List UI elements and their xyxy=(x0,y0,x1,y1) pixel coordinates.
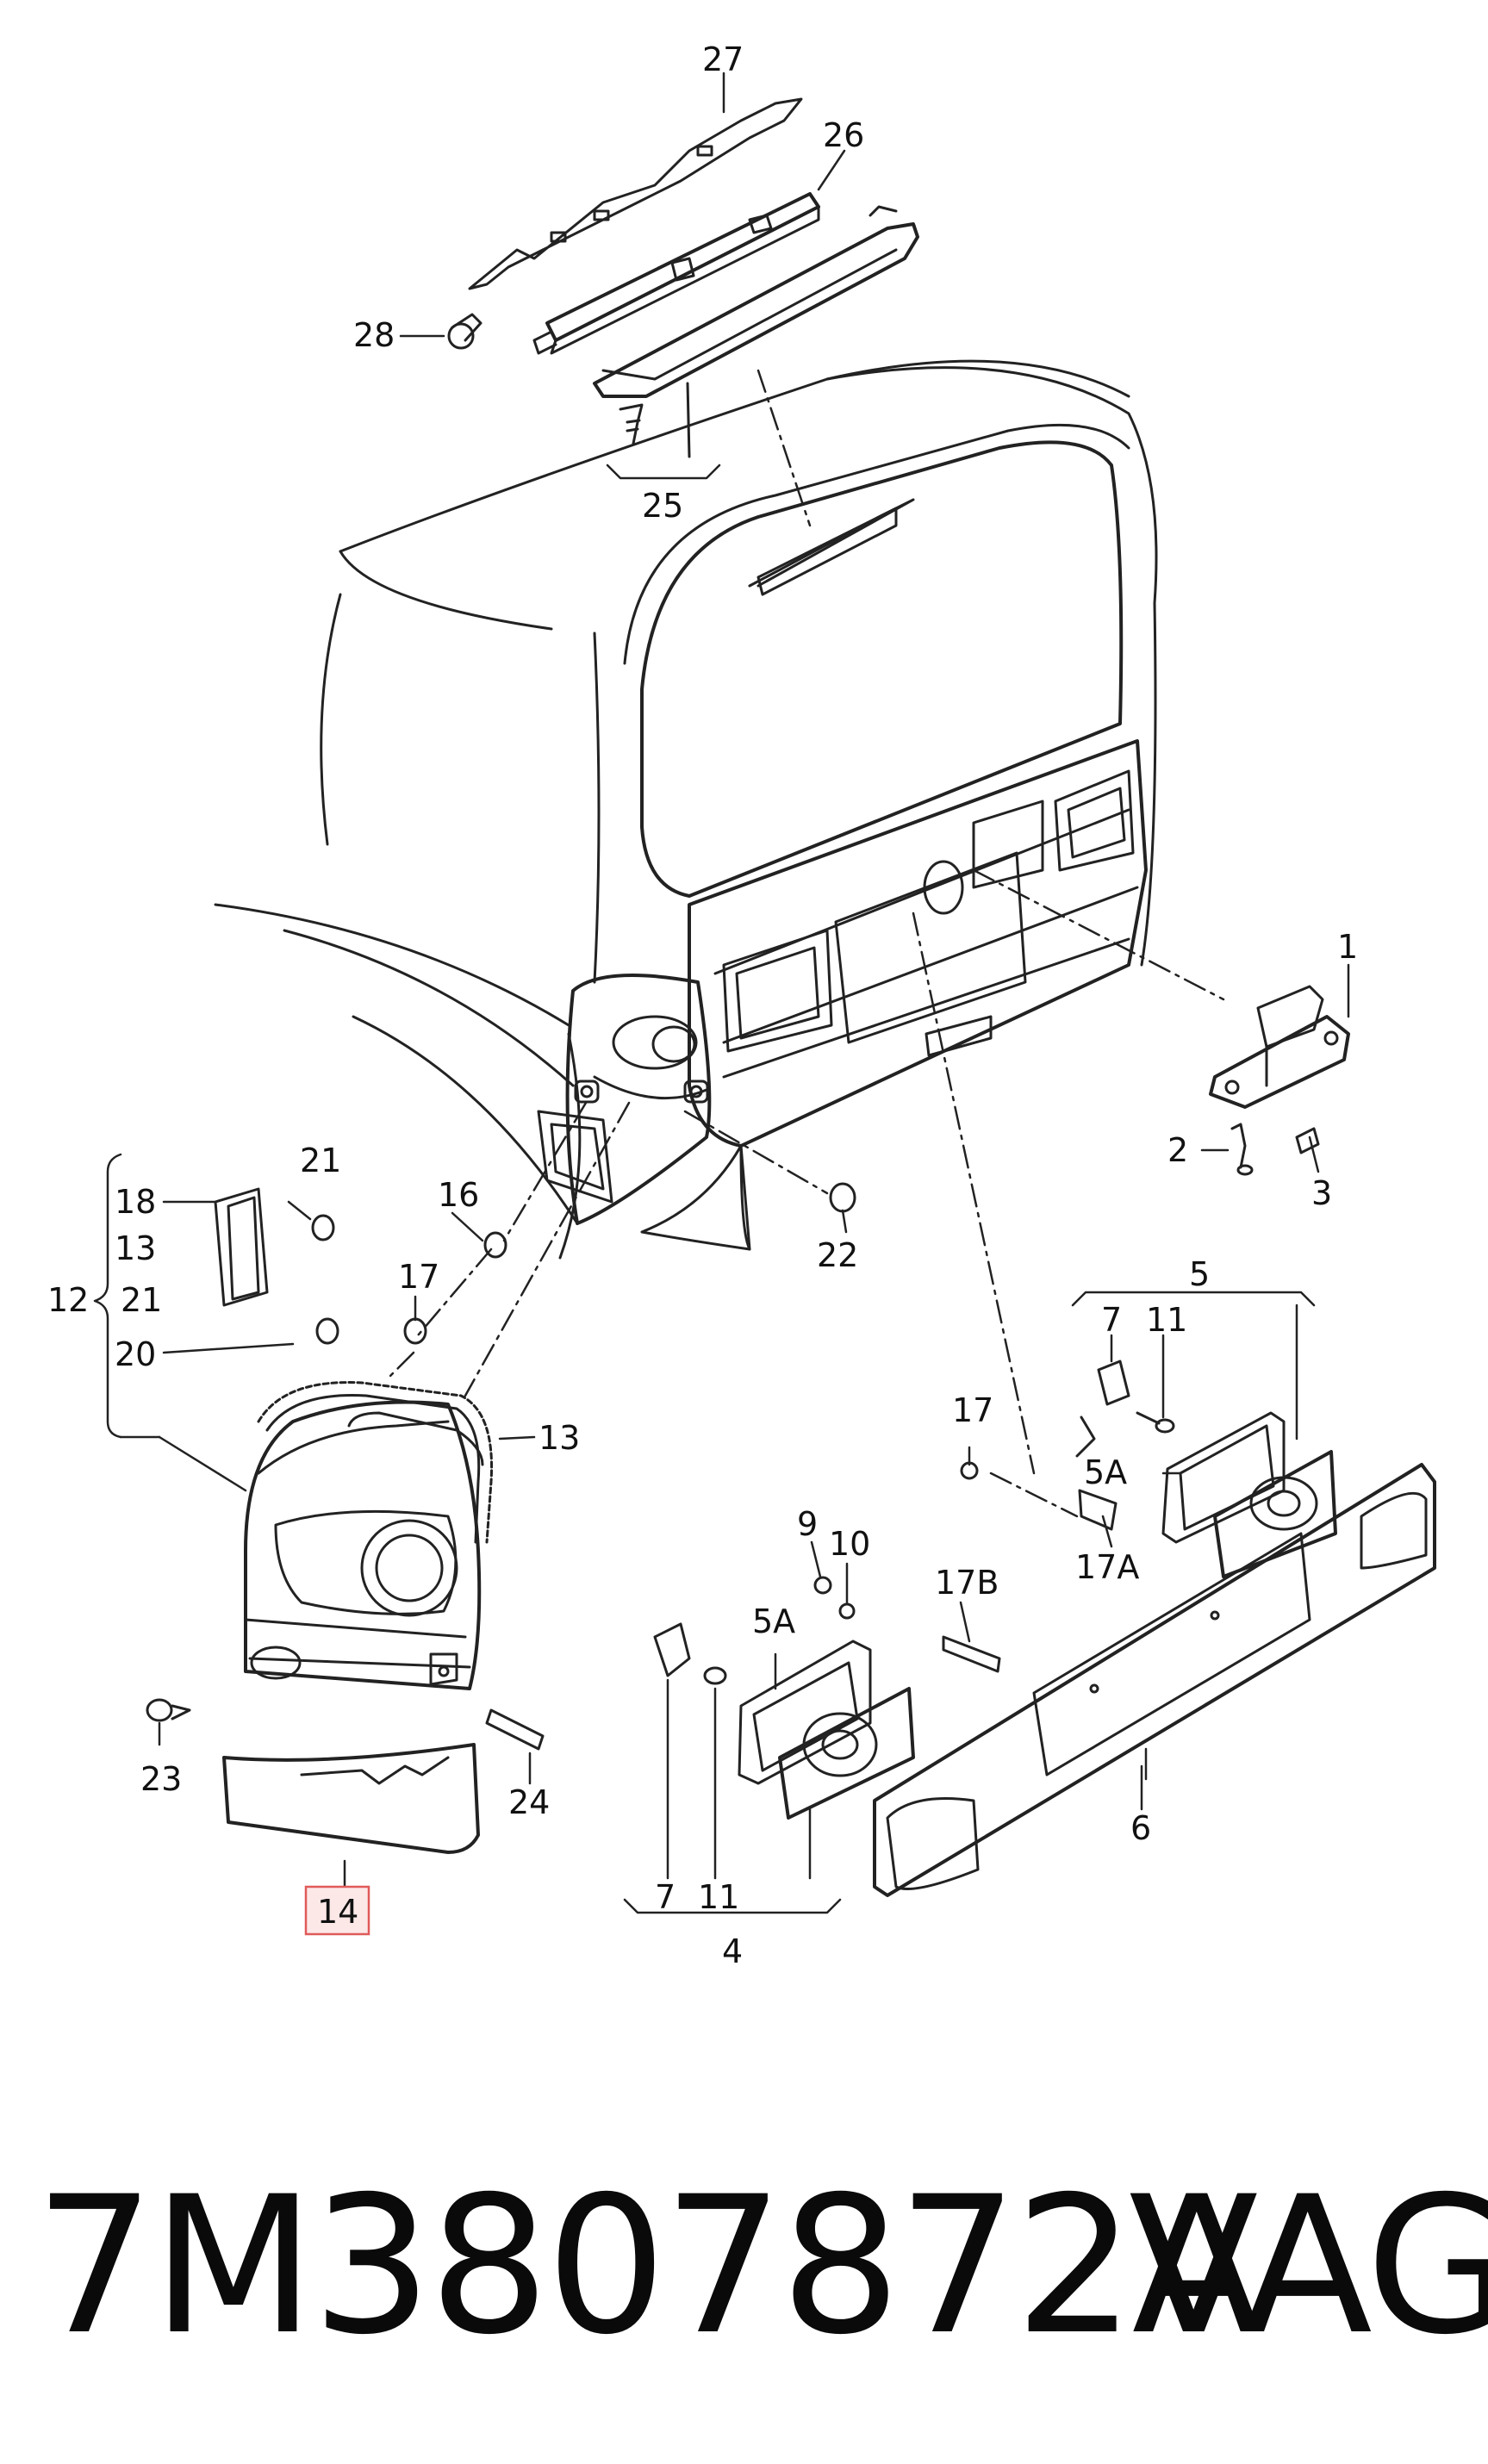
callout-11-left: 11 xyxy=(698,1878,739,1916)
plate-panel-part-6 xyxy=(873,1463,1436,1897)
brake-light-cover xyxy=(593,222,919,398)
rear-window xyxy=(640,440,1124,898)
high-brake-light-slot xyxy=(756,507,898,596)
lamp-group-part-4 xyxy=(653,1461,1118,1820)
taillight-part-12 xyxy=(146,1182,856,1751)
callout-1: 1 xyxy=(1337,928,1358,966)
leader-lines xyxy=(93,72,1350,1914)
callout-13-group: 13 xyxy=(115,1229,156,1267)
callout-10: 10 xyxy=(829,1525,870,1563)
callout-6: 6 xyxy=(1130,1809,1151,1847)
license-lamp-assembly xyxy=(1209,985,1350,1176)
body-taillight-housing xyxy=(565,974,712,1225)
callout-11-right: 11 xyxy=(1146,1301,1187,1339)
callout-22: 22 xyxy=(817,1236,858,1274)
bracket-part-27 xyxy=(468,97,803,290)
screw-part-25 xyxy=(619,403,644,445)
part-number: 7M3807872A xyxy=(34,2156,1261,2376)
lamp-group-part-5 xyxy=(1075,1360,1337,1578)
callout-17-right: 17 xyxy=(952,1391,993,1429)
callout-5a-left: 5A xyxy=(752,1602,795,1640)
callout-16: 16 xyxy=(438,1176,479,1214)
callout-7-left: 7 xyxy=(655,1878,676,1916)
callout-21-group: 21 xyxy=(121,1281,162,1319)
tailgate-handle xyxy=(923,860,964,915)
clip-part-28 xyxy=(447,322,475,350)
reflector-part-14 xyxy=(222,1743,480,1854)
brand-name: VAG xyxy=(1129,2156,1488,2376)
callout-21-top: 21 xyxy=(300,1142,341,1179)
callout-7-right: 7 xyxy=(1101,1301,1122,1339)
callout-20: 20 xyxy=(115,1335,156,1373)
callout-26: 26 xyxy=(823,116,864,154)
callout-17b: 17B xyxy=(935,1564,999,1602)
license-lamp-part-1 xyxy=(1209,1015,1350,1109)
callout-9: 9 xyxy=(797,1505,818,1543)
callout-28: 28 xyxy=(353,316,395,354)
bolt-part-17b xyxy=(942,1635,1001,1673)
callout-13: 13 xyxy=(539,1419,580,1457)
callout-2: 2 xyxy=(1167,1131,1188,1169)
bulb-part-3 xyxy=(1295,1127,1320,1154)
callout-4: 4 xyxy=(722,1932,743,1970)
callout-24: 24 xyxy=(508,1783,550,1821)
part-number-caption: 7M3807872A VAG xyxy=(34,2137,1488,2395)
callout-labels: 27 26 28 25 1 2 3 21 18 13 12 21 20 16 1… xyxy=(47,40,1358,1970)
callout-23: 23 xyxy=(140,1760,182,1798)
callout-5: 5 xyxy=(1189,1255,1210,1293)
vehicle-rear-body xyxy=(214,359,1158,1260)
callout-27: 27 xyxy=(702,40,744,78)
callout-17a: 17A xyxy=(1075,1548,1139,1586)
highlighted-callout-14[interactable]: 14 xyxy=(304,1885,370,1936)
callout-17-left: 17 xyxy=(398,1258,439,1296)
callout-14: 14 xyxy=(317,1893,358,1931)
high-brake-light-assembly xyxy=(447,97,919,458)
callout-12: 12 xyxy=(47,1281,89,1319)
callout-25: 25 xyxy=(642,487,683,525)
callout-3: 3 xyxy=(1311,1174,1332,1212)
callout-18: 18 xyxy=(115,1183,156,1221)
callout-5a-right: 5A xyxy=(1084,1453,1127,1491)
alignment-lines xyxy=(386,369,1225,1518)
